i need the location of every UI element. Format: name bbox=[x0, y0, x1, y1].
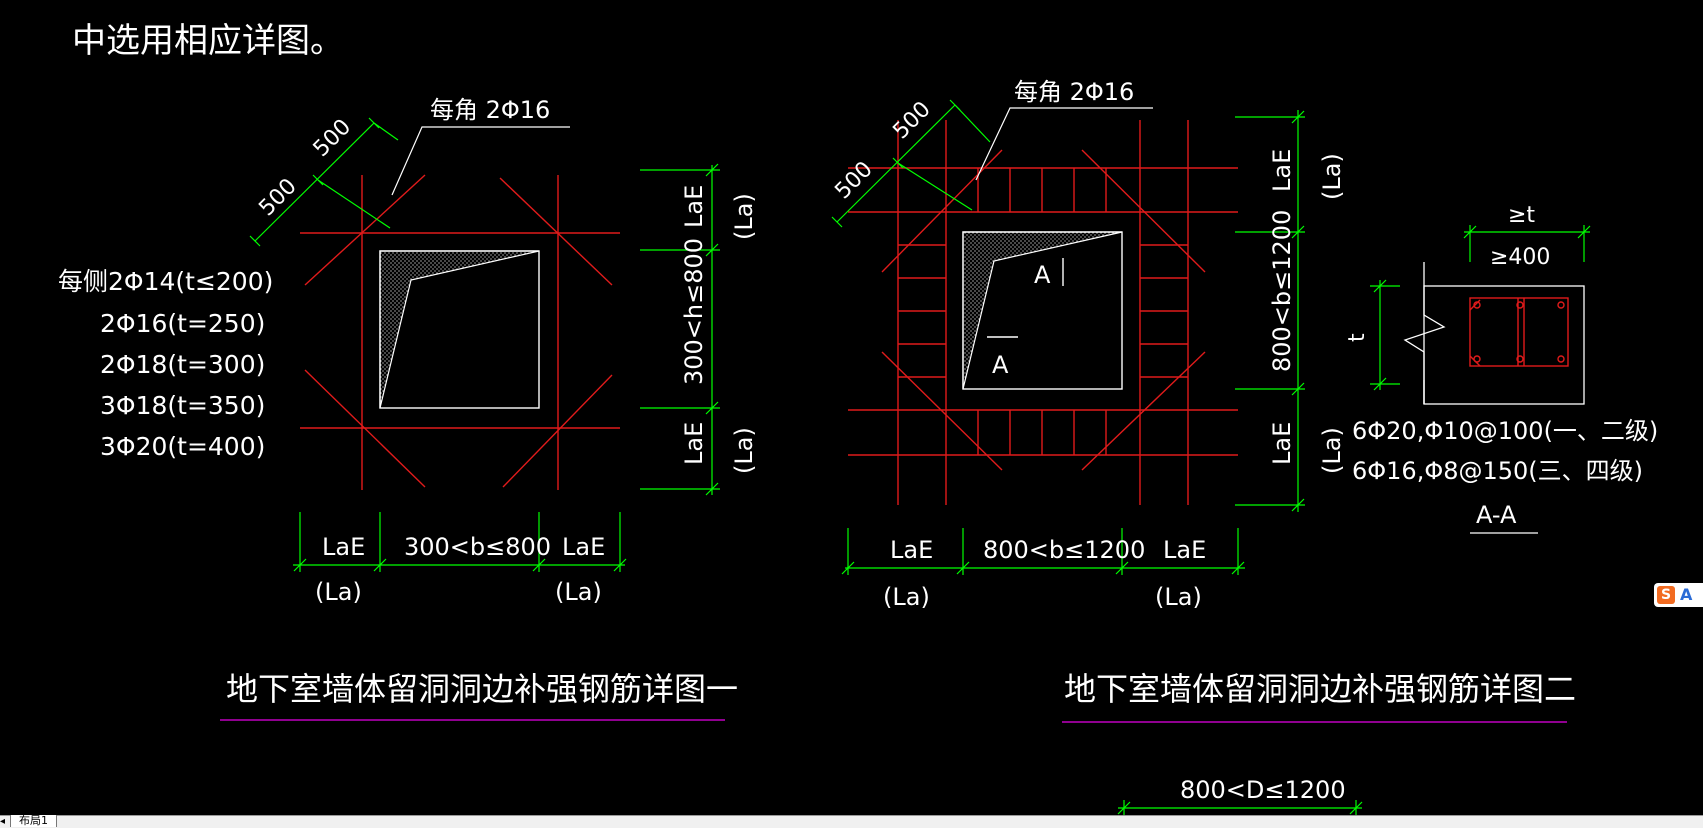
detail1-title: 地下室墙体留洞洞边补强钢筋详图一 bbox=[226, 670, 738, 708]
detail1-vertical-dims bbox=[640, 163, 720, 496]
ime-toolbar[interactable]: S A bbox=[1654, 583, 1703, 607]
section-aa-top-dims bbox=[1463, 225, 1591, 262]
detail1-height-paren-top: (La) bbox=[730, 193, 758, 240]
section-aa-note-2: 6Φ16,Φ8@150(三、四级) bbox=[1352, 457, 1643, 485]
bottom-dim-label: 800<D≤1200 bbox=[1180, 776, 1346, 804]
detail1-hatch bbox=[379, 250, 540, 409]
section-aa-cage bbox=[1469, 297, 1569, 367]
detail1-side-bar-5: 3Φ20(t=400) bbox=[100, 432, 265, 461]
detail1-width-dim-left: LaE bbox=[322, 533, 365, 561]
detail1-corner-bars: 每角 2Φ16 bbox=[430, 96, 550, 124]
section-aa-break-line bbox=[1403, 286, 1446, 404]
detail1-height-paren-bot: (La) bbox=[730, 427, 758, 474]
detail1-height-dim-mid: 300<h≤800 bbox=[680, 238, 708, 385]
detail1-width-paren-left: (La) bbox=[315, 578, 362, 606]
section-aa-wall bbox=[1423, 285, 1585, 405]
detail2-title: 地下室墙体留洞洞边补强钢筋详图二 bbox=[1064, 670, 1576, 708]
detail1-height-dim-top: LaE bbox=[680, 185, 708, 228]
detail1-side-bar-3: 2Φ18(t=300) bbox=[100, 350, 265, 379]
detail2-width-paren-left: (La) bbox=[883, 583, 930, 611]
detail2-dim-500-b: 500 bbox=[888, 97, 935, 144]
section-aa-dim-t: ≥t bbox=[1508, 203, 1535, 228]
detail2-dim-500-a: 500 bbox=[830, 157, 877, 204]
detail1-side-bar-4: 3Φ18(t=350) bbox=[100, 391, 265, 420]
detail2-height-dim-mid: 800<b≤1200 bbox=[1268, 210, 1296, 372]
detail1-dim-500-a: 500 bbox=[254, 174, 301, 221]
detail1-width-dim-mid: 300<b≤800 bbox=[404, 533, 551, 561]
detail2-section-mark-lower: A bbox=[992, 351, 1009, 379]
detail1-side-bar-2: 2Φ16(t=250) bbox=[100, 309, 265, 338]
header-note: 中选用相应详图。 bbox=[72, 21, 344, 61]
detail2-horizontal-dims bbox=[841, 528, 1245, 575]
detail2-diag-dims bbox=[831, 99, 991, 228]
detail2-corner-bars: 每角 2Φ16 bbox=[1014, 78, 1134, 106]
detail1-drawing: 500 500 每角 2Φ16 每侧2Φ14(t≤200) 2Φ16(t=250… bbox=[58, 96, 758, 721]
layout-tab[interactable]: 布局1 bbox=[10, 815, 57, 827]
tab-scroll-icon[interactable]: ◂ bbox=[0, 816, 6, 827]
detail2-width-paren-right: (La) bbox=[1155, 583, 1202, 611]
detail1-diag-dims bbox=[249, 117, 399, 247]
detail2-vertical-dims bbox=[1235, 110, 1305, 512]
section-aa-title: A-A bbox=[1476, 501, 1517, 529]
detail2-leader bbox=[975, 107, 1153, 181]
detail2-height-paren-bot: (La) bbox=[1318, 427, 1346, 474]
detail1-width-paren-right: (La) bbox=[555, 578, 602, 606]
detail1-leader bbox=[391, 126, 570, 196]
detail2-section-mark-upper: A bbox=[1034, 261, 1051, 289]
detail2-width-dim-mid: 800<b≤1200 bbox=[983, 536, 1145, 564]
ime-logo-icon: S bbox=[1657, 586, 1675, 604]
detail1-height-dim-bot: LaE bbox=[680, 422, 708, 465]
detail2-width-dim-left: LaE bbox=[890, 536, 933, 564]
detail1-horizontal-dims bbox=[293, 512, 627, 572]
detail2-height-paren-top: (La) bbox=[1318, 153, 1346, 200]
detail2-width-dim-right: LaE bbox=[1163, 536, 1206, 564]
section-aa-drawing: ≥t ≥400 t 6Φ20,Φ10@100(一、二级) 6Φ16,Φ8@150… bbox=[1345, 203, 1658, 534]
detail1-dim-500-b: 500 bbox=[309, 115, 356, 162]
section-aa-note-1: 6Φ20,Φ10@100(一、二级) bbox=[1352, 417, 1658, 445]
section-aa-thickness: t bbox=[1345, 333, 1370, 342]
detail2-rebar bbox=[848, 120, 1238, 505]
detail1-side-bar-1: 每侧2Φ14(t≤200) bbox=[58, 267, 273, 296]
detail1-width-dim-right: LaE bbox=[562, 533, 605, 561]
section-aa-dim-400: ≥400 bbox=[1490, 245, 1550, 270]
detail2-hatch bbox=[962, 231, 1123, 390]
detail2-drawing: A A 500 500 每角 2Φ16 LaE 800<b bbox=[830, 78, 1576, 723]
ime-mode-icon: A bbox=[1680, 585, 1693, 604]
detail2-height-dim-bot: LaE bbox=[1268, 422, 1296, 465]
detail2-height-dim-top: LaE bbox=[1268, 149, 1296, 192]
section-aa-thickness-dim bbox=[1370, 279, 1400, 391]
detail1-rebar bbox=[300, 174, 620, 490]
bottom-dimension: 800<D≤1200 bbox=[1117, 776, 1363, 815]
layout-tab-bar: ◂ 布局1 bbox=[0, 815, 1703, 828]
